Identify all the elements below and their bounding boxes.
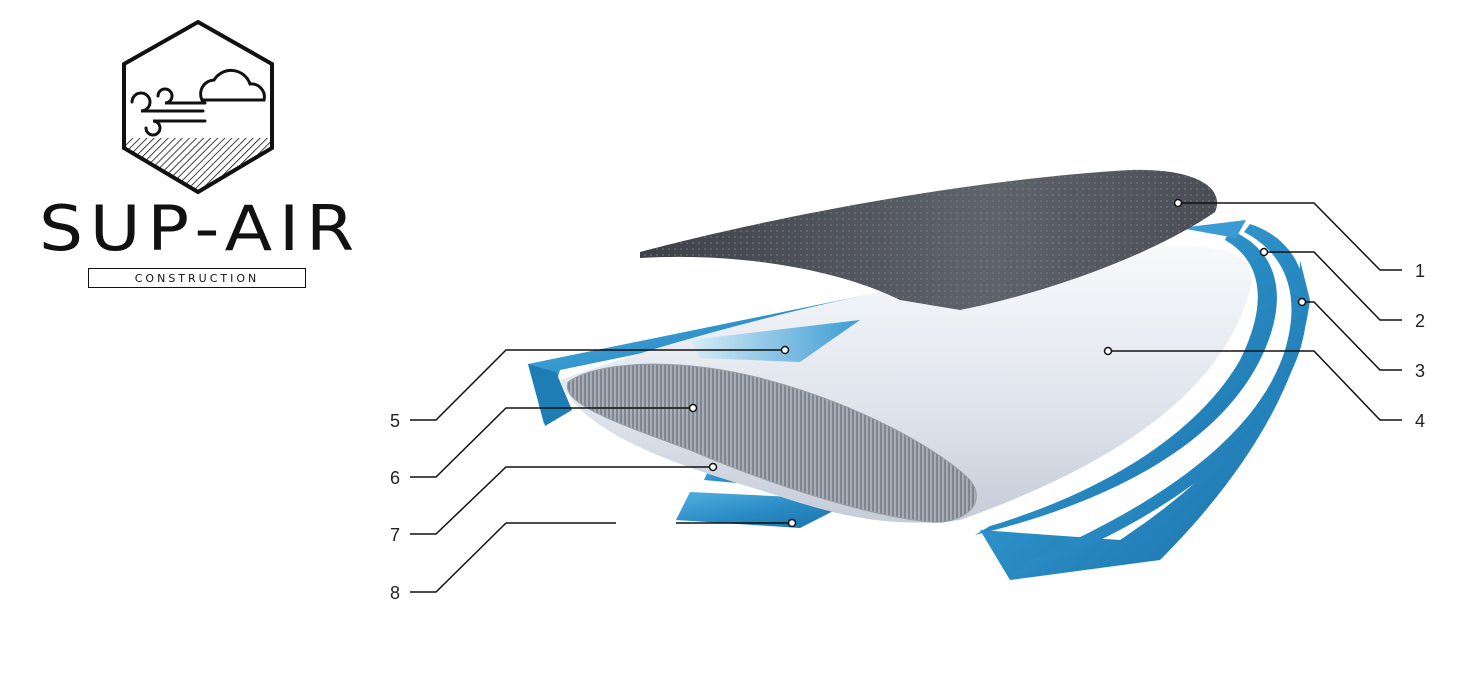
callout-5: 5 (390, 411, 400, 431)
rail-strip-outer (980, 260, 1310, 580)
wind-cloud-hexagon-icon (122, 19, 274, 195)
callout-8: 8 (390, 583, 400, 603)
logo-title: SUP-AIR (38, 192, 362, 265)
logo-subtitle: CONSTRUCTION (88, 268, 306, 288)
side-wall-left-bottom (528, 364, 572, 426)
callout-3: 3 (1415, 361, 1425, 381)
callout-2: 2 (1415, 311, 1425, 331)
callout-4: 4 (1415, 411, 1425, 431)
logo: SUP-AIR CONSTRUCTION (0, 0, 400, 300)
deck-pad-texture (640, 169, 1218, 310)
callout-1: 1 (1415, 261, 1425, 281)
rail-band-3 (1010, 224, 1307, 578)
light-layer (690, 320, 860, 362)
callout-6: 6 (390, 468, 400, 488)
rail-band-2 (975, 230, 1277, 535)
light-layer-top (1180, 220, 1246, 238)
callout-dots (688, 198, 1307, 528)
callout-7: 7 (390, 525, 400, 545)
callout-lines (410, 202, 1402, 593)
drop-stitch-core (566, 363, 977, 523)
